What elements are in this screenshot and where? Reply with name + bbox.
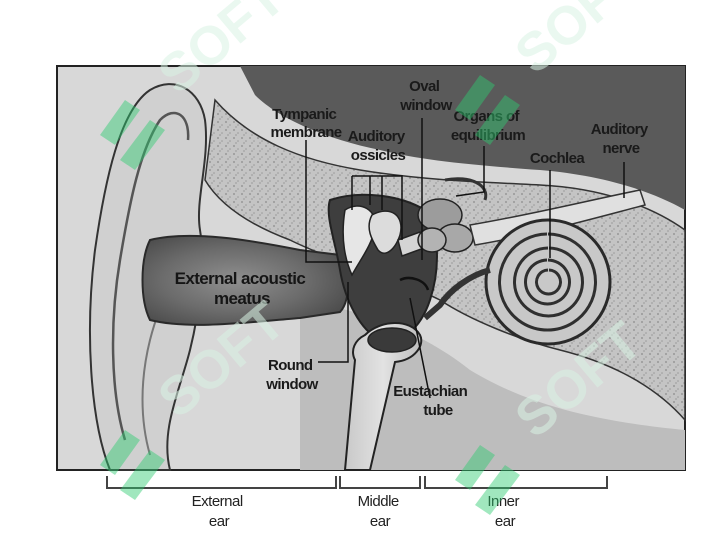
- region-label-inner-ear: Inner ear: [487, 493, 522, 530]
- organs-of-equilibrium-shape: [417, 177, 488, 253]
- region-label-middle-ear: Middle ear: [358, 493, 403, 530]
- label-auditory-nerve: Auditory nerve: [591, 121, 651, 157]
- label-auditory-ossicles: Auditory ossicles: [348, 128, 408, 164]
- pinna-inner-fold: [111, 111, 190, 441]
- eustachian-tube-shape: [343, 322, 423, 471]
- region-label-external-ear: External ear: [192, 493, 247, 530]
- label-eustachian-tube: Eustachian tube: [393, 383, 471, 419]
- label-round-window: Round window: [265, 357, 318, 393]
- skull-region: [240, 66, 685, 210]
- label-oval-window: Oval window: [399, 78, 452, 114]
- region-brackets: [106, 476, 608, 489]
- watermark-logo-icon: [100, 75, 520, 515]
- round-window-area: [399, 276, 430, 291]
- cochlea-shape: [423, 218, 612, 346]
- label-external-acoustic-meatus: External acoustic meatus: [175, 269, 310, 308]
- ossicle-incus: [368, 210, 402, 254]
- eustachian-tube-opening: [367, 327, 417, 353]
- label-cochlea: Cochlea: [530, 150, 585, 167]
- leader-lines: [305, 118, 625, 399]
- ear-canal: [141, 234, 350, 326]
- ossicle-malleus: [342, 205, 376, 277]
- label-tympanic-membrane: Tympanic membrane: [270, 106, 341, 141]
- label-organs-of-equilibrium: Organs of equilibrium: [451, 108, 526, 144]
